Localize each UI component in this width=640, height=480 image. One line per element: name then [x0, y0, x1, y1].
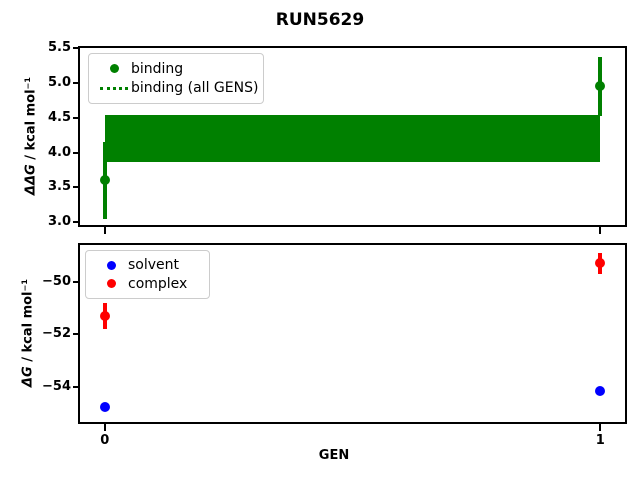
ylabel-units: / kcal mol⁻¹	[20, 278, 36, 367]
y-tick-mark	[73, 385, 80, 388]
y-tick-label: 5.5	[47, 40, 71, 55]
y-tick-mark	[73, 116, 80, 119]
x-tick-label: 1	[595, 433, 605, 448]
x-axis-label: GEN	[318, 448, 350, 463]
legend-entry-solvent: solvent	[94, 256, 199, 275]
complex-marker-icon	[106, 279, 116, 289]
y-tick-label: 3.0	[47, 214, 71, 230]
solvent-point	[99, 402, 110, 413]
legend-label: binding	[131, 60, 184, 77]
binding-point	[99, 175, 110, 186]
complex-point	[595, 258, 606, 269]
legend-entry-complex: complex	[94, 275, 199, 294]
figure-title: RUN5629	[275, 10, 365, 30]
y-tick-label: 4.5	[47, 109, 71, 125]
y-tick-label: −50	[42, 273, 71, 289]
top-axes	[78, 46, 627, 227]
y-tick-mark	[73, 151, 80, 154]
legend-entry-binding: binding	[97, 59, 253, 79]
y-tick-label: −54	[42, 378, 71, 394]
x-tick-mark	[599, 424, 602, 431]
x-tick-mark	[599, 227, 602, 234]
y-tick-mark	[73, 47, 80, 49]
y-tick-mark	[73, 221, 80, 224]
legend-marker-area	[94, 260, 128, 270]
y-tick-label: −52	[42, 326, 71, 342]
legend-marker-area	[94, 279, 128, 289]
y-tick-label: 3.5	[47, 179, 71, 195]
solvent-marker-icon	[106, 260, 116, 270]
legend-label: binding (all GENS)	[131, 80, 259, 97]
legend-entry-binding-all-gens: binding (all GENS)	[97, 79, 258, 99]
y-tick-label: 5.0	[47, 74, 71, 90]
binding-marker-icon	[109, 64, 119, 74]
top-y-axis-label: ΔΔG / kcal mol⁻¹	[24, 77, 39, 195]
y-tick-mark	[73, 186, 80, 189]
x-tick-label: 0	[100, 433, 110, 448]
top-legend: binding binding (all GENS)	[88, 53, 264, 104]
y-tick-mark	[73, 81, 80, 84]
legend-marker-area	[97, 86, 131, 90]
solvent-point	[595, 385, 606, 396]
bottom-legend: solvent complex	[85, 250, 210, 299]
complex-point	[99, 310, 110, 321]
legend-label: complex	[128, 275, 188, 292]
binding-point	[595, 81, 606, 92]
y-tick-mark	[73, 333, 80, 336]
ddg-binding-plot-uncertainty-band	[104, 114, 601, 162]
legend-label: solvent	[128, 257, 180, 274]
dotted-line-icon	[100, 86, 128, 90]
x-tick-mark	[103, 227, 106, 234]
legend-marker-area	[97, 64, 131, 74]
x-tick-mark	[103, 424, 106, 431]
y-tick-label: 4.0	[47, 144, 71, 160]
y-tick-mark	[73, 280, 80, 283]
